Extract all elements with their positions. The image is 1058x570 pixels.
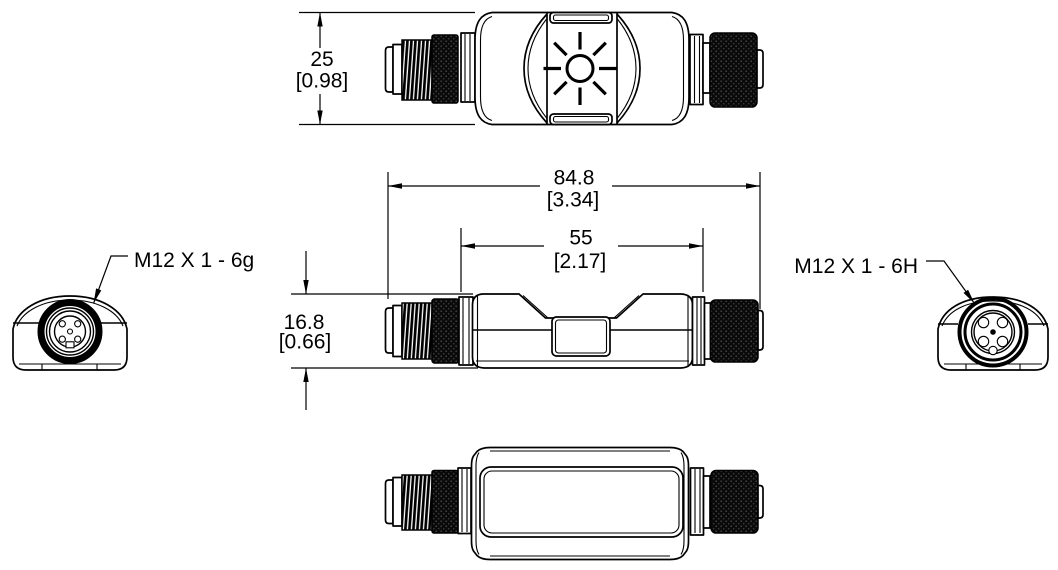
side-view: 84.8 [3.34] 55 [2.17] 16.8 [0.66] xyxy=(279,167,764,410)
male-tip xyxy=(384,46,394,93)
socket-1 xyxy=(977,316,990,329)
pin-3 xyxy=(58,335,66,343)
dim-body-mm: 55 xyxy=(569,227,592,250)
male-tip-collar xyxy=(392,476,403,527)
dim-top-height-inch: [0.98] xyxy=(296,70,349,93)
dim-profile-mm: 16.8 xyxy=(284,311,325,334)
bottom-view xyxy=(384,446,764,561)
female-knurl-nut xyxy=(709,32,758,108)
male-threads xyxy=(401,39,433,101)
dim-body-length: 55 [2.17] xyxy=(460,227,704,292)
left-end-view: M12 X 1 - 6g xyxy=(12,249,254,371)
female-step xyxy=(703,302,712,360)
arrowhead-down xyxy=(303,280,309,294)
keyway-notch xyxy=(65,341,75,349)
female-knurl-nut xyxy=(710,469,759,534)
male-collar xyxy=(458,296,474,366)
male-collar xyxy=(457,467,472,535)
female-connector-bottom xyxy=(689,467,764,536)
pin-2 xyxy=(74,320,82,328)
arrowhead-up xyxy=(317,12,323,27)
male-thread-label: M12 X 1 - 6g xyxy=(134,249,254,272)
thread-ring xyxy=(37,299,103,364)
socket-3 xyxy=(977,335,990,348)
arrowhead-down xyxy=(317,110,323,125)
female-thread-callout: M12 X 1 - 6H xyxy=(794,255,975,304)
arrowhead-right xyxy=(746,183,760,189)
nut-ring-outer xyxy=(957,296,1029,368)
male-knurl xyxy=(431,34,459,104)
leader-arrowhead xyxy=(93,288,102,304)
female-end-cap xyxy=(756,49,764,89)
male-tip xyxy=(384,307,394,354)
female-collar xyxy=(689,33,704,106)
pin-1 xyxy=(58,320,66,328)
female-knurl-nut xyxy=(709,299,759,363)
nut-ring-inner xyxy=(963,302,1023,362)
housing-side xyxy=(471,293,694,369)
dim-overall-inch: [3.34] xyxy=(547,189,600,212)
female-connector-top xyxy=(689,32,764,108)
male-tip-collar xyxy=(392,43,403,95)
indicator-sun-icon xyxy=(543,32,617,105)
male-knurl xyxy=(431,469,459,534)
dim-overall-length: 84.8 [3.34] xyxy=(387,167,761,309)
arrowhead-left xyxy=(388,183,402,189)
male-tip xyxy=(384,479,394,525)
clip-tab-bottom xyxy=(549,113,613,126)
male-connector-top xyxy=(384,32,476,104)
top-view: 25 [0.98] xyxy=(296,11,764,126)
keyway-notch xyxy=(988,345,998,356)
housing-top xyxy=(474,11,690,126)
female-collar xyxy=(691,296,706,366)
male-knurl xyxy=(431,298,460,364)
dim-overall-mm: 84.8 xyxy=(554,167,595,190)
female-step xyxy=(702,475,711,529)
female-collar xyxy=(689,467,705,536)
socket-4 xyxy=(996,335,1009,348)
lens-arc-right xyxy=(616,13,641,124)
label-window xyxy=(479,466,684,538)
dim-profile-inch: [0.66] xyxy=(279,331,332,354)
female-end-cap xyxy=(757,309,764,351)
socket-2 xyxy=(996,316,1009,329)
male-connector-side xyxy=(384,296,474,366)
male-threads xyxy=(401,302,433,360)
female-thread-label: M12 X 1 - 6H xyxy=(794,255,918,278)
center-window xyxy=(551,316,611,357)
pin-4 xyxy=(74,335,82,343)
male-thread-callout: M12 X 1 - 6g xyxy=(92,249,254,304)
arrowhead-right xyxy=(689,243,703,249)
female-connector-face xyxy=(957,296,1029,368)
male-connector-face xyxy=(37,299,103,364)
female-end-cap xyxy=(757,484,764,519)
male-collar xyxy=(460,32,476,103)
male-tip-collar xyxy=(392,304,403,358)
lens-arc-left xyxy=(523,13,548,124)
dim-top-height: 25 [0.98] xyxy=(296,11,475,126)
female-step xyxy=(702,42,711,94)
dim-top-height-mm: 25 xyxy=(310,48,333,71)
male-connector-bottom xyxy=(384,467,472,535)
socket-center xyxy=(990,329,996,335)
right-end-view: M12 X 1 - 6H xyxy=(794,255,1049,371)
arrowhead-up xyxy=(303,368,309,382)
male-threads xyxy=(401,474,433,531)
leader-arrowhead xyxy=(963,289,975,304)
arrowhead-left xyxy=(461,243,475,249)
pin-center xyxy=(66,328,74,335)
dim-profile-height: 16.8 [0.66] xyxy=(279,251,478,410)
clip-tab-top xyxy=(549,11,613,24)
dim-body-inch: [2.17] xyxy=(554,250,607,273)
housing-bottom xyxy=(470,446,690,561)
female-connector-side xyxy=(691,296,764,366)
